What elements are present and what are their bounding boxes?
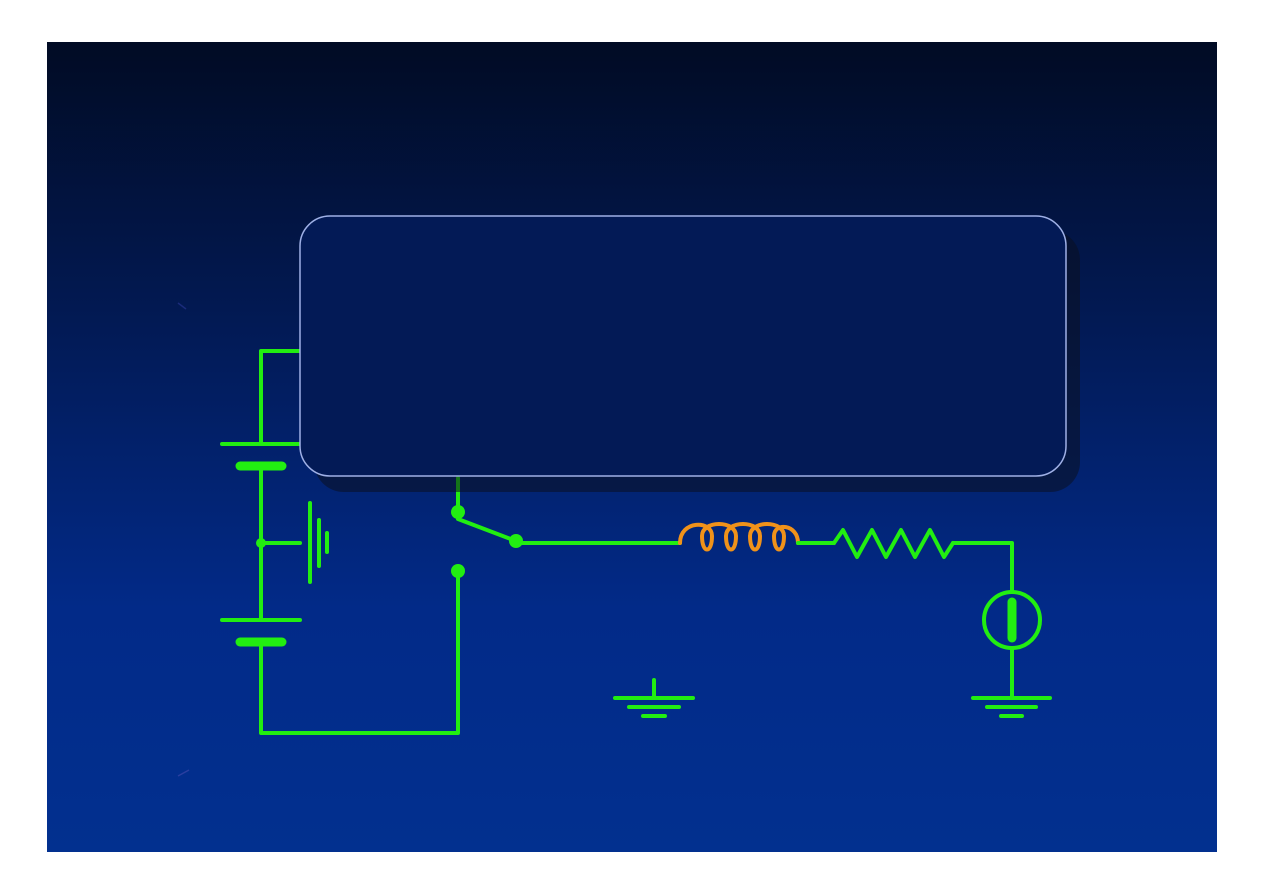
battery-upper-icon (220, 442, 302, 471)
junction-node (256, 538, 266, 548)
stray-mark-upper (177, 302, 187, 310)
callout-box (299, 215, 1067, 477)
wire-resistor-to-lamp (951, 541, 1014, 594)
spdt-switch-icon (451, 476, 523, 578)
resistor-icon (832, 528, 955, 559)
circuit-diagram (177, 215, 1080, 777)
inductor-coil-icon (678, 522, 800, 552)
left-supply-wiring (259, 349, 460, 735)
battery-lower-icon (220, 618, 302, 647)
lamp-icon (982, 590, 1042, 650)
stray-mark-lower (177, 769, 190, 777)
slide (47, 42, 1217, 852)
capacitor-icon (308, 501, 329, 584)
ground-center-icon (613, 678, 695, 718)
ground-right-icon (971, 696, 1052, 718)
